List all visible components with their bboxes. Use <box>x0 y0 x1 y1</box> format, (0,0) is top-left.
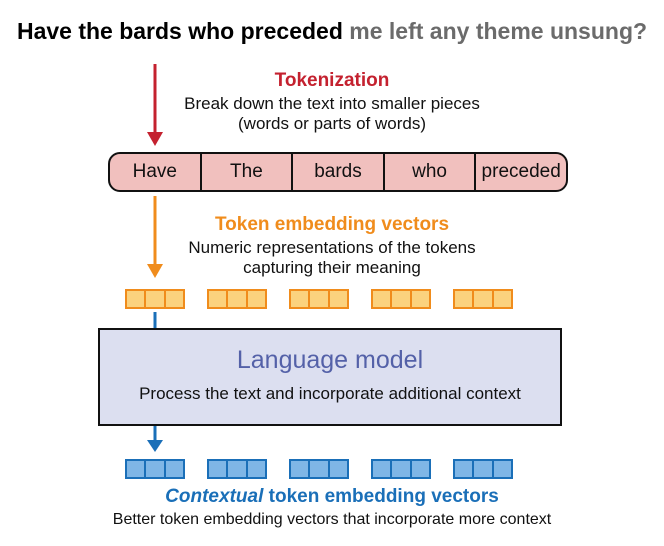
contextual-embedding-vector <box>453 459 513 479</box>
token: who <box>385 154 477 190</box>
tokenization-arrowhead <box>147 132 163 146</box>
model-output-arrowhead <box>147 440 163 452</box>
language-model-desc: Process the text and incorporate additio… <box>139 384 521 403</box>
input-sentence: Have the bards who preceded me left any … <box>0 18 664 45</box>
token-embedding-vector <box>207 289 267 309</box>
language-model-box: Language model Process the text and inco… <box>98 328 562 426</box>
contextual-embedding-vector <box>125 459 185 479</box>
token: bards <box>293 154 385 190</box>
contextual-title: Contextual token embedding vectors <box>0 486 664 508</box>
tokenization-desc-1: Break down the text into smaller pieces <box>184 94 480 113</box>
embedding-desc-1: Numeric representations of the tokens <box>188 238 476 257</box>
token-embedding-vector <box>371 289 431 309</box>
tokenization-title: Tokenization <box>274 70 390 91</box>
contextual-embedding-vector <box>371 459 431 479</box>
token-embedding-vector <box>289 289 349 309</box>
embedding-desc-2: capturing their meaning <box>243 258 421 277</box>
contextual-embedding-vector <box>207 459 267 479</box>
contextual-desc: Better token embedding vectors that inco… <box>112 511 552 528</box>
token-embedding-vector <box>125 289 185 309</box>
embedding-title: Token embedding vectors <box>214 214 450 235</box>
token-embedding-vector <box>453 289 513 309</box>
contextual-title-rest: token embedding vectors <box>263 486 499 507</box>
embedding-arrowhead <box>147 264 163 278</box>
contextual-title-italic: Contextual <box>165 486 264 507</box>
token: Have <box>110 154 202 190</box>
token: The <box>202 154 294 190</box>
contextual-embedding-vector <box>289 459 349 479</box>
tokenization-desc-2: (words or parts of words) <box>238 114 426 133</box>
token: preceded <box>481 161 561 182</box>
language-model-title: Language model <box>236 346 424 374</box>
token-row: Have The bards who preceded <box>108 152 568 192</box>
sentence-bold-part: Have the bards who preceded <box>16 18 343 44</box>
sentence-muted-part: me left any theme unsung? <box>349 18 648 44</box>
